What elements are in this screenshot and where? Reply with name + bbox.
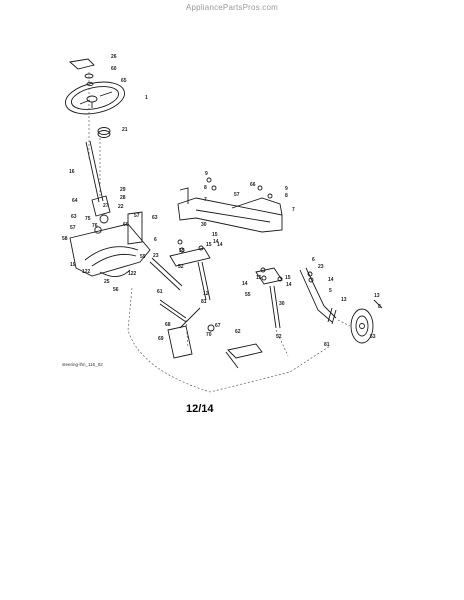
part-callout-label: 8: [378, 304, 381, 310]
part-callout-label: 13: [341, 297, 347, 303]
part-callout-label: 30: [279, 301, 285, 307]
part-callout-label: 7: [292, 207, 295, 213]
part-callout-label: 7: [204, 197, 207, 203]
bushing-drawing: [97, 130, 111, 138]
part-callout-label: 15: [256, 275, 262, 281]
part-callout-label: 14: [286, 282, 292, 288]
part-callout-label: 14: [217, 242, 223, 248]
steering-cap-drawing: [68, 58, 95, 70]
part-callout-label: 81: [324, 342, 330, 348]
part-callout-label: 12: [203, 291, 209, 297]
part-callout-label: 9: [205, 171, 208, 177]
part-callout-label: 75: [85, 216, 91, 222]
part-callout-label: 61: [157, 289, 163, 295]
part-callout-label: 5: [329, 288, 332, 294]
part-callout-label: 16: [69, 169, 75, 175]
part-callout-label: 8: [285, 193, 288, 199]
part-callout-label: 67: [215, 323, 221, 329]
part-callout-label: 15: [285, 275, 291, 281]
part-callout-label: 27: [103, 203, 109, 209]
part-callout-label: 57: [234, 192, 240, 198]
part-callout-label: 56: [113, 287, 119, 293]
part-callout-label: 23: [153, 253, 159, 259]
watermark: AppliancePartsPros.com: [186, 3, 278, 12]
part-callout-label: 22: [118, 204, 124, 210]
part-callout-label: 68: [165, 322, 171, 328]
page-number: 12/14: [186, 403, 214, 415]
part-callout-label: 14: [328, 277, 334, 283]
part-callout-label: 62: [235, 329, 241, 335]
part-callout-label: 29: [120, 187, 126, 193]
part-callout-label: 19: [70, 262, 76, 268]
front-axle-drawing: [177, 197, 283, 233]
part-callout-label: 6: [312, 257, 315, 263]
part-callout-label: 14: [213, 239, 219, 245]
part-callout-label: 57: [70, 225, 76, 231]
part-callout-label: 8: [204, 185, 207, 191]
part-callout-label: 21: [122, 127, 128, 133]
part-callout-label: 63: [152, 215, 158, 221]
part-callout-label: 65: [121, 78, 127, 84]
part-callout-label: 81: [201, 299, 207, 305]
part-callout-label: 52: [276, 334, 282, 340]
part-callout-label: 25: [104, 279, 110, 285]
part-callout-label: 59: [140, 254, 146, 260]
part-callout-label: 122: [82, 269, 91, 275]
part-callout-label: 15: [212, 232, 218, 238]
pedal-plate-drawing: [167, 325, 193, 359]
part-callout-label: 76: [92, 223, 98, 229]
part-callout-label: 6: [154, 237, 157, 243]
part-callout-label: 53: [370, 334, 376, 340]
part-callout-label: 15: [206, 242, 212, 248]
part-callout-label: 58: [62, 236, 68, 242]
part-callout-label: 70: [206, 332, 212, 338]
part-callout-label: 14: [242, 281, 248, 287]
part-callout-label: 64: [72, 198, 78, 204]
steering-wheel-drawing: [65, 81, 125, 115]
part-callout-label: 28: [120, 195, 126, 201]
part-callout-label: 26: [111, 54, 117, 60]
part-callout-label: 55: [179, 248, 185, 254]
part-callout-label: 23: [318, 264, 324, 270]
steering-shaft-drawing: [85, 140, 104, 203]
part-callout-label: 55: [245, 292, 251, 298]
part-callout-label: 60: [123, 222, 129, 228]
wheel-hub-drawing: [350, 308, 374, 344]
part-callout-label: 60: [111, 66, 117, 72]
part-callout-label: 9: [285, 186, 288, 192]
part-callout-label: 57: [134, 213, 140, 219]
part-callout-label: 69: [158, 336, 164, 342]
part-callout-label: 66: [250, 182, 256, 188]
part-callout-label: 52: [178, 264, 184, 270]
part-callout-label: 63: [71, 214, 77, 220]
part-callout-label: 1: [145, 95, 148, 101]
part-callout-label: 30: [201, 222, 207, 228]
part-callout-label: 13: [374, 293, 380, 299]
diagram-caption: steering-lhn_116_02: [62, 362, 103, 367]
part-callout-label: 122: [128, 271, 137, 277]
